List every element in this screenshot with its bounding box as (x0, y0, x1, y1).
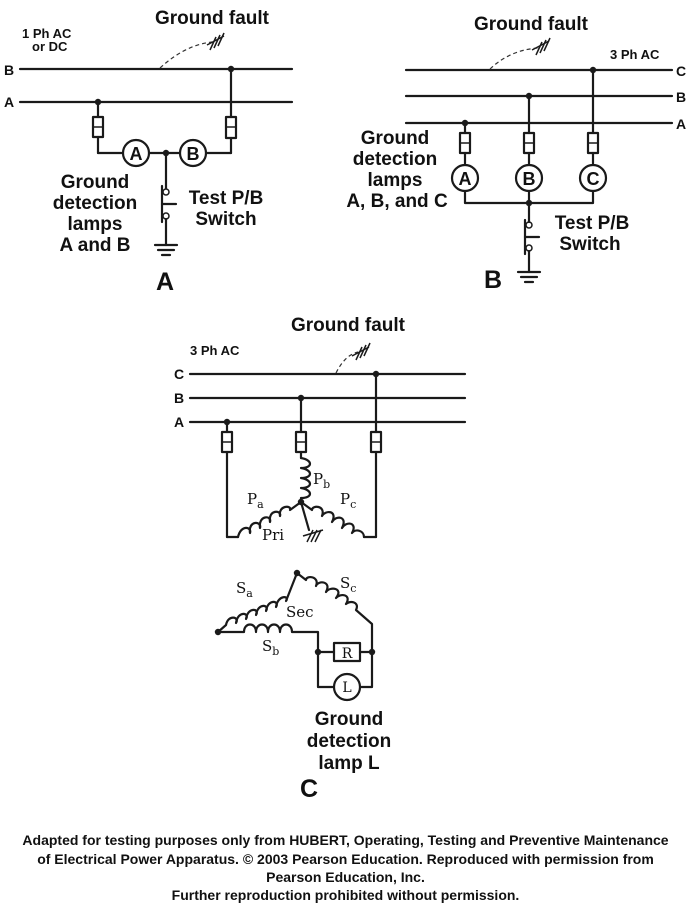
panel-a: Ground fault 1 Ph AC or DC B A A B (4, 8, 294, 296)
credit-line-2: of Electrical Power Apparatus. © 2003 Pe… (37, 851, 654, 867)
panel-b-line-b-label: B (676, 89, 686, 105)
panel-a-switch-caption-2: Switch (195, 209, 256, 230)
panel-a-lamps-caption-3: lamps (68, 214, 123, 235)
panel-b-line-c-label: C (676, 63, 686, 79)
panel-c: Ground fault 3 Ph AC C B A (174, 315, 467, 803)
panel-a-lamps-caption-2: detection (53, 193, 137, 214)
panel-a-switch-caption-1: Test P/B (189, 188, 264, 209)
panel-a-lamp-b-label: B (187, 144, 200, 164)
panel-a-source-label-2: or DC (32, 39, 68, 54)
panel-b-fault-path (489, 47, 539, 70)
panel-c-lamp-caption-1: Ground (315, 709, 384, 730)
panel-a-ground-icon (153, 243, 179, 257)
panel-b-source-label: 3 Ph AC (610, 47, 660, 62)
panel-c-primary-label: Pri (262, 526, 284, 544)
panel-a-test-switch (160, 151, 178, 247)
panel-b-fault-label: Ground fault (474, 14, 589, 35)
panel-c-resistor-label: R (342, 646, 353, 662)
panel-a-line-a-label: A (4, 94, 14, 110)
panel-c-winding-sc: Sc (340, 574, 356, 595)
panel-b-lamp-a-label: A (459, 169, 472, 189)
panel-b-line-a-label: A (676, 116, 686, 132)
panel-c-lamp-l (332, 672, 362, 702)
panel-b-lamps-caption-2: detection (353, 149, 437, 170)
panel-b-ground-icon (516, 270, 542, 284)
panel-a-lamp-a-label: A (130, 144, 143, 164)
panel-c-neutral-ground-icon (302, 529, 324, 543)
panel-c-winding-sa: Sa (236, 579, 253, 600)
panel-b-letter: B (484, 266, 502, 294)
panel-b-lamps-caption-4: A, B, and C (346, 191, 448, 212)
panel-c-secondary-label: Sec (286, 603, 314, 621)
panel-c-winding-pb: Pb (313, 470, 330, 491)
panel-c-lamp-l-label: L (342, 680, 351, 696)
panel-c-letter: C (300, 775, 318, 803)
panel-c-secondary-delta: R L (214, 569, 376, 702)
panel-c-lamp-caption-2: detection (307, 731, 391, 752)
panel-c-source-label: 3 Ph AC (190, 343, 240, 358)
panel-a-letter: A (156, 268, 174, 296)
panel-b-switch-caption-2: Switch (559, 234, 620, 255)
panel-a-lamps-caption-4: A and B (59, 235, 130, 256)
panel-c-winding-sb: Sb (262, 637, 279, 658)
panel-b-lamp-b-label: B (523, 169, 536, 189)
panel-c-winding-pc: Pc (340, 490, 356, 511)
panel-a-source-label-1: 1 Ph AC (22, 26, 72, 41)
credit-line-3: Pearson Education, Inc. (266, 869, 425, 885)
panel-b-lamp-c-label: C (587, 169, 600, 189)
panel-c-fault-label: Ground fault (291, 315, 406, 336)
panel-b-test-switch (523, 201, 541, 274)
panel-a-lamps-caption-1: Ground (61, 172, 130, 193)
panel-b: Ground fault 3 Ph AC C B A (346, 14, 686, 294)
panel-b-lamps-caption-3: lamps (368, 170, 423, 191)
credit-line-4: Further reproduction prohibited without … (171, 887, 520, 903)
panel-a-fault-ground-icon (206, 32, 225, 51)
panel-c-fault-ground-icon (351, 342, 371, 361)
panel-a-fault-label: Ground fault (155, 8, 270, 29)
panel-c-winding-pa: Pa (247, 490, 264, 511)
panel-c-fault-path (335, 351, 359, 374)
panel-a-line-b-label: B (4, 62, 14, 78)
panel-c-line-a-label: A (174, 414, 184, 430)
panel-c-lamp-caption-3: lamp L (318, 753, 380, 774)
panel-b-fault-ground-icon (531, 37, 551, 56)
panel-b-lamps-caption-1: Ground (361, 128, 430, 149)
panel-c-primary-wye (225, 450, 378, 539)
panel-c-line-c-label: C (174, 366, 184, 382)
panel-b-switch-caption-1: Test P/B (555, 213, 630, 234)
credit-line-1: Adapted for testing purposes only from H… (22, 832, 669, 848)
panel-c-line-b-label: B (174, 390, 184, 406)
panel-a-fault-path (159, 41, 213, 69)
